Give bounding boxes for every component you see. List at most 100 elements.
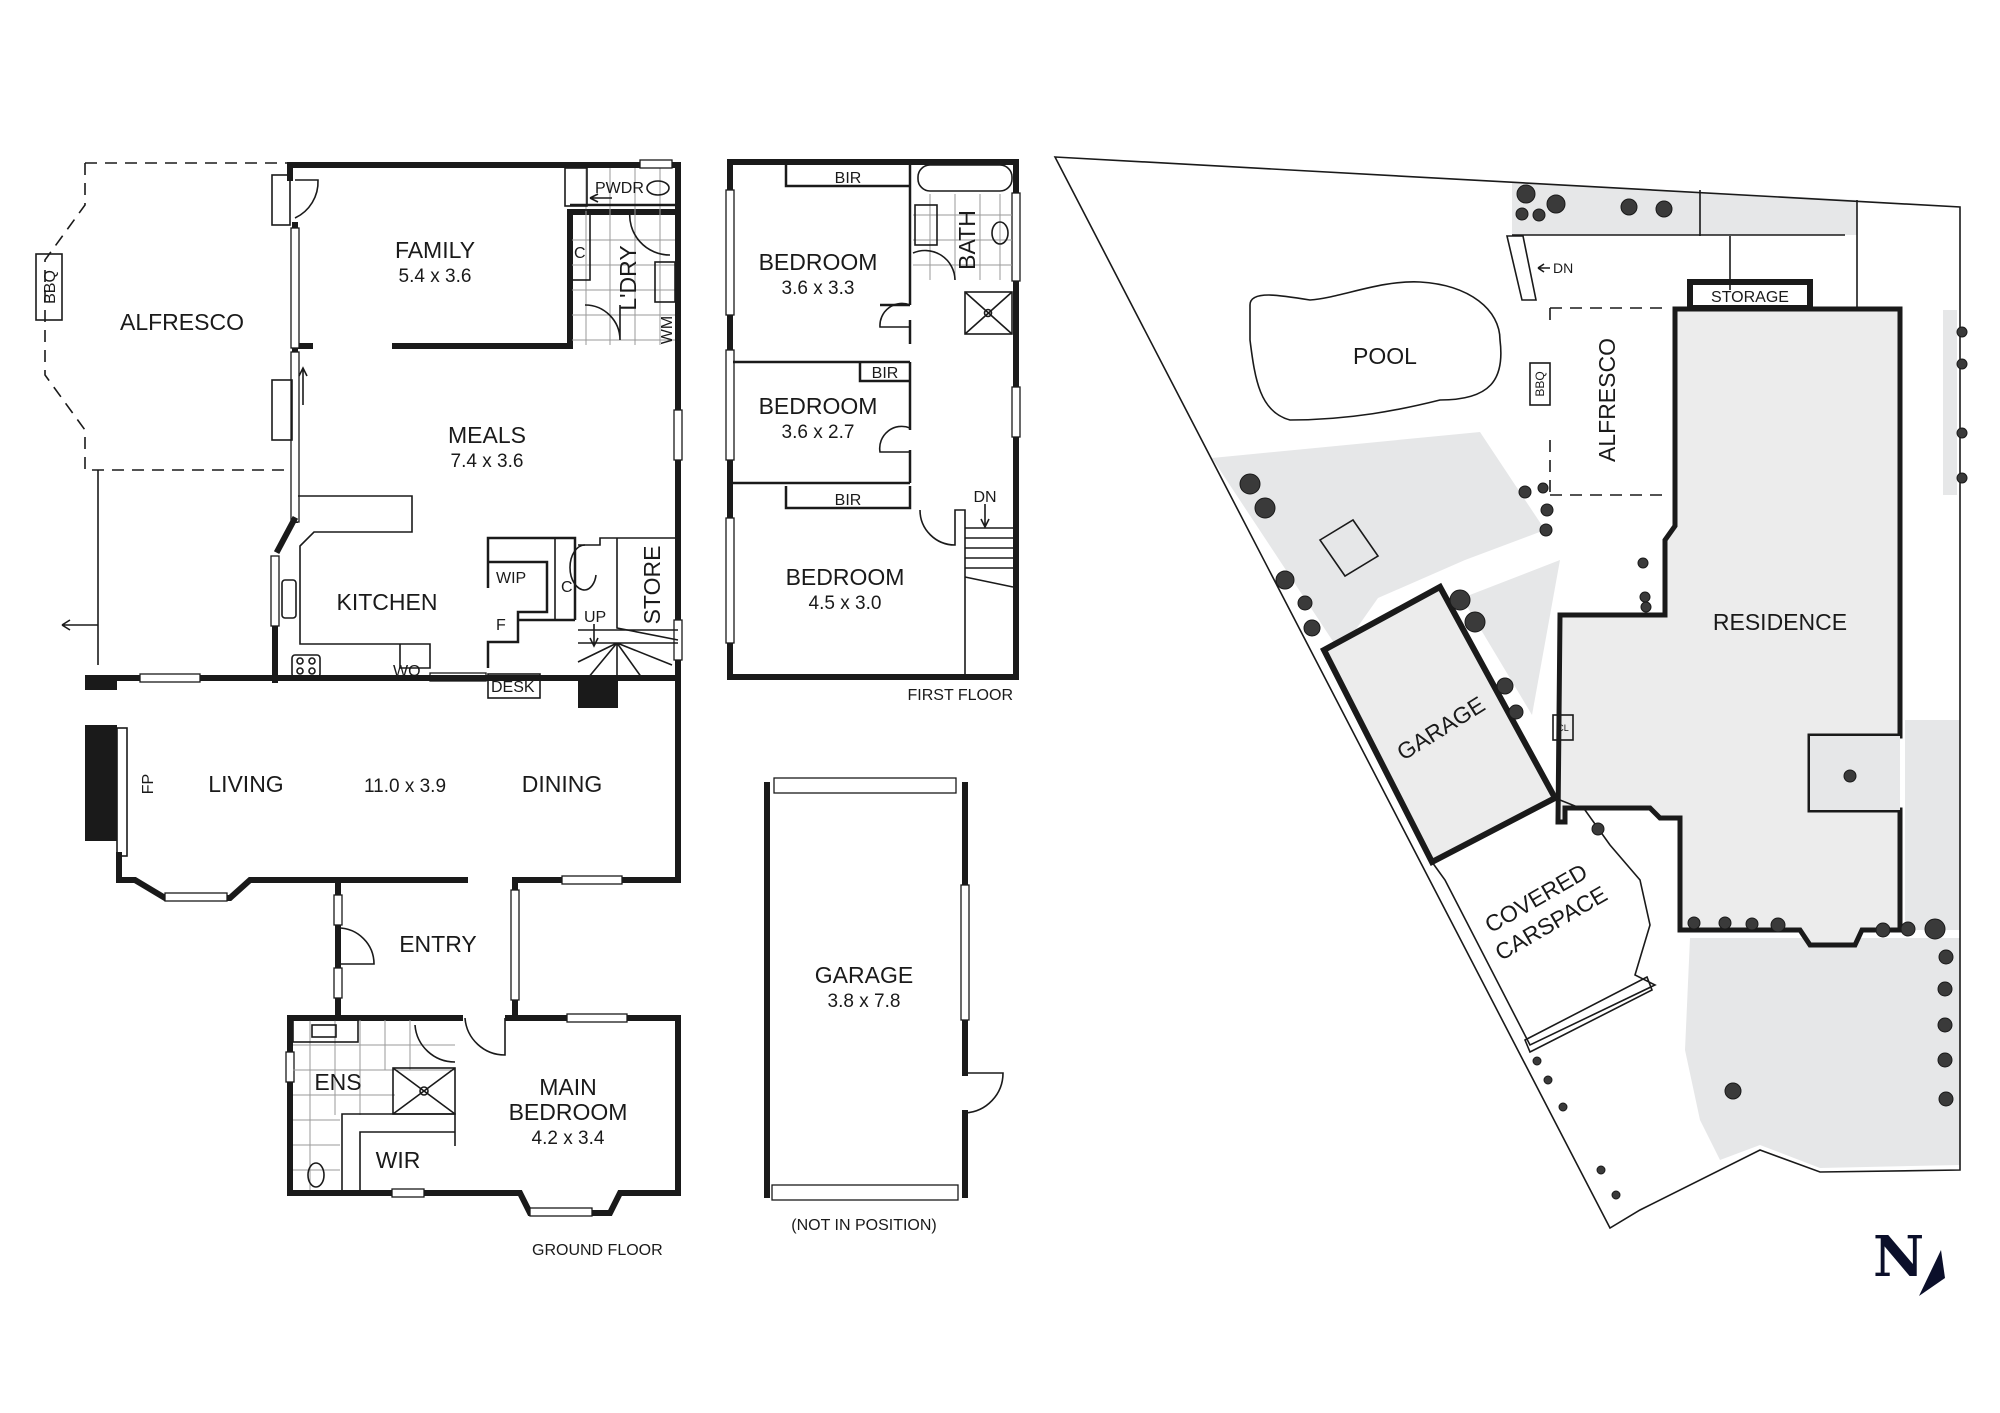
- store-doors: [569, 544, 597, 591]
- garden-bed-north: [1512, 182, 1857, 235]
- door-swing: [628, 209, 671, 256]
- shrub-icon: [1496, 677, 1514, 695]
- toilet-icon: [991, 221, 1009, 245]
- site-plan: POOL BBQ ALFRESCO DN STORAGE RESIDENCE C…: [1053, 156, 1968, 1296]
- window: [139, 673, 201, 683]
- kitchen-cupboard-label: C: [561, 579, 573, 596]
- shrub-icon: [1539, 523, 1553, 537]
- fireplace: [85, 725, 117, 841]
- main-bedroom-dims: 4.2 x 3.4: [532, 1128, 605, 1149]
- shrub-icon: [1843, 769, 1857, 783]
- window: [673, 409, 683, 461]
- entry-label: ENTRY: [399, 931, 477, 957]
- shrub-icon: [1900, 921, 1916, 937]
- shrub-icon: [1515, 207, 1529, 221]
- family-dims: 5.4 x 3.6: [399, 266, 472, 287]
- door-swing: [414, 1024, 456, 1063]
- stairs: [577, 629, 678, 679]
- door-swing: [919, 509, 966, 675]
- laundry-cupboard-label: C: [574, 245, 586, 262]
- main-bedroom-label-2: BEDROOM: [509, 1099, 628, 1125]
- site-dn-label: DN: [1553, 260, 1573, 276]
- dining-label: DINING: [522, 771, 603, 797]
- door-frame: [271, 174, 291, 226]
- meals-dims: 7.4 x 3.6: [451, 451, 524, 472]
- ensuite-tiles: [293, 1020, 455, 1190]
- window: [960, 884, 970, 1021]
- front-door-swing: [337, 927, 375, 965]
- bedroom-3-dims: 4.5 x 3.0: [809, 593, 882, 614]
- shrub-icon: [1637, 557, 1649, 569]
- store-walls: [578, 537, 679, 641]
- cl-box: [1552, 714, 1574, 741]
- steps: [1505, 235, 1537, 301]
- first-floor-plan: BIR BEDROOM 3.6 x 3.3 BATH BIR BEDROOM 3…: [725, 159, 1021, 704]
- bath-tiles: [913, 194, 1012, 280]
- window: [290, 227, 300, 349]
- tree-icon: [1464, 611, 1486, 633]
- lawn-south: [1685, 938, 1960, 1168]
- washing-machine-label: WM: [659, 316, 676, 344]
- covered-carspace-outline: [1430, 797, 1657, 1047]
- bbq-label: BBQ: [42, 270, 59, 304]
- window: [333, 894, 343, 926]
- ground-floor-plan: ALFRESCO BBQ FAMILY 5.4 x 3.6 PWDR C L'D…: [35, 159, 683, 1259]
- arrow-left-icon: [61, 619, 98, 631]
- stairs-up-label: UP: [584, 609, 606, 626]
- window: [270, 555, 280, 627]
- shrub-icon: [1937, 1052, 1953, 1068]
- tree-icon: [1275, 570, 1295, 590]
- garden-bed-east-upper: [1943, 310, 1957, 495]
- garage-label: GARAGE: [815, 962, 913, 988]
- window: [1011, 192, 1021, 282]
- vanity-basin: [914, 204, 938, 246]
- main-bedroom-label-1: MAIN: [539, 1074, 597, 1100]
- cl-label: CL: [1557, 723, 1569, 733]
- landscape-shrubs: [1239, 184, 1968, 1200]
- window: [391, 1188, 425, 1198]
- desk: [487, 673, 541, 699]
- window: [725, 349, 735, 461]
- arrow-left-icon: [1537, 263, 1550, 273]
- shrub-icon: [1956, 358, 1968, 370]
- window: [1011, 386, 1021, 438]
- shrub-icon: [1516, 184, 1536, 204]
- store-label: STORE: [639, 546, 665, 625]
- shrub-icon: [1655, 200, 1673, 218]
- bedroom-1-dims: 3.6 x 3.3: [782, 278, 855, 299]
- bbq-box: [35, 253, 63, 321]
- shrub-icon: [1938, 1091, 1954, 1107]
- tree-icon: [1254, 497, 1276, 519]
- shrub-icon: [1303, 619, 1321, 637]
- meals-label: MEALS: [448, 422, 526, 448]
- shed: [1318, 518, 1380, 578]
- window: [529, 1207, 593, 1217]
- door-swing: [878, 425, 911, 453]
- living-label: LIVING: [208, 771, 283, 797]
- north-arrow-icon: [1919, 1250, 1945, 1296]
- arrow-left-icon: [589, 193, 612, 203]
- kitchen-label: KITCHEN: [337, 589, 438, 615]
- fridge-label: F: [496, 617, 506, 634]
- laundry-label: L'DRY: [615, 245, 641, 310]
- alfresco-outline: [44, 162, 290, 471]
- door-swing: [879, 302, 911, 328]
- shrub-icon: [1718, 916, 1732, 930]
- main-suite-walls: [287, 1015, 681, 1216]
- window: [561, 875, 623, 885]
- bedroom-1-label: BEDROOM: [759, 249, 878, 275]
- shrub-icon: [1611, 1190, 1621, 1200]
- door-swing: [584, 304, 621, 341]
- sliding-door-frame: [271, 379, 293, 441]
- shrub-icon: [1956, 472, 1968, 484]
- kitchen-bench: [298, 495, 431, 669]
- shrub-icon: [1770, 917, 1786, 933]
- wall-oven-label: WO: [393, 663, 421, 680]
- shrub-icon: [1956, 427, 1968, 439]
- toilet-icon: [307, 1162, 325, 1188]
- garage-door-top: [773, 777, 957, 794]
- tree-icon: [1239, 473, 1261, 495]
- shrub-icon: [1875, 922, 1891, 938]
- door-swing: [294, 179, 319, 219]
